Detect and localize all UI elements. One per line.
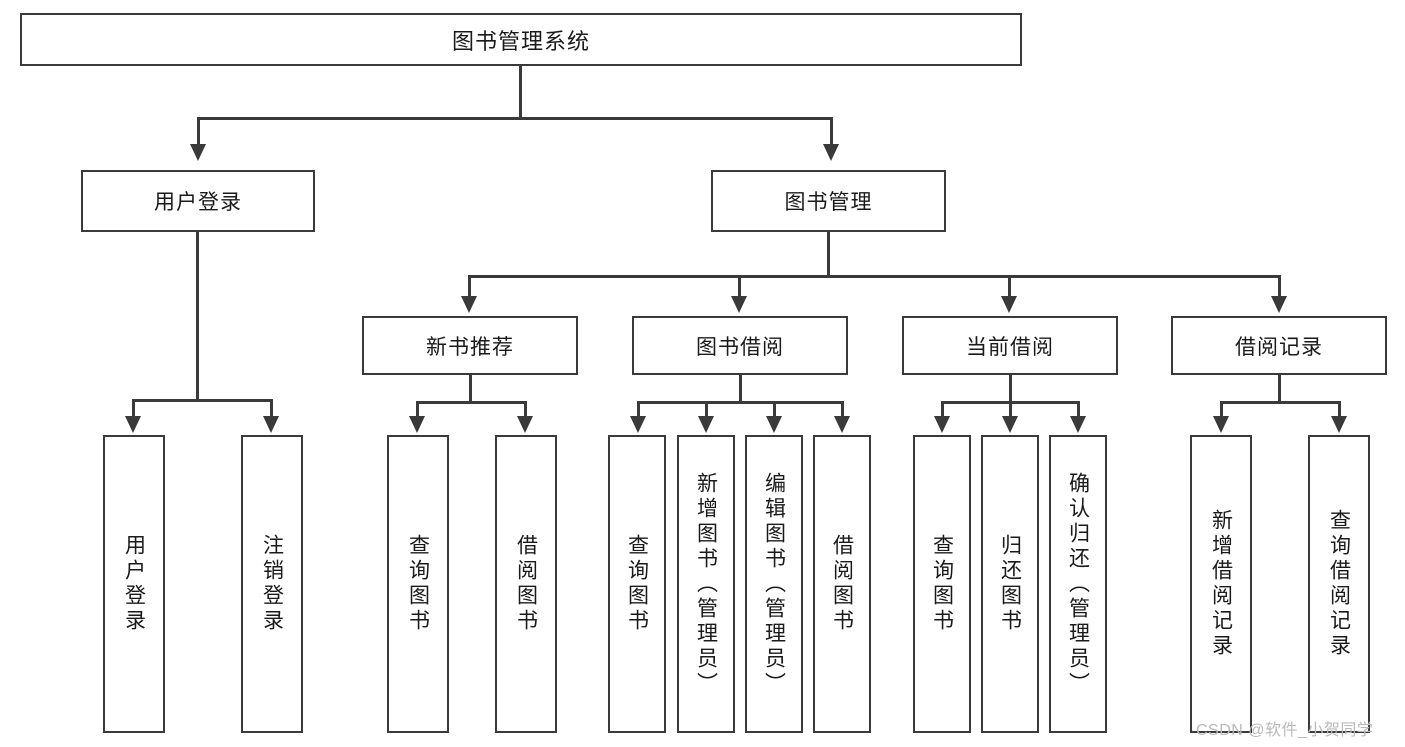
leaf-borrow-book-1-label: 借阅图书: [514, 534, 538, 634]
connector-borrow-record-stem: [1278, 375, 1281, 403]
node-book-manage-label: 图书管理: [784, 191, 873, 214]
arrowhead-to-leaf-return-book: [1002, 416, 1018, 433]
connector-current-borrow-drop-1: [941, 401, 944, 419]
leaf-query-book-1[interactable]: 查询图书: [387, 435, 449, 733]
leaf-logout-label: 注销登录: [260, 534, 284, 634]
connector-new-book-rec-bus: [416, 401, 526, 404]
arrowhead-to-leaf-query-record: [1331, 416, 1347, 433]
csdn-watermark: CSDN @软件_小贺同学: [1196, 722, 1374, 739]
node-root[interactable]: 图书管理系统: [20, 13, 1022, 66]
leaf-return-book[interactable]: 归还图书: [981, 435, 1039, 733]
leaf-query-book-2[interactable]: 查询图书: [608, 435, 666, 733]
connector-book-manage-bus: [468, 275, 1280, 278]
connector-book-borrow-drop-4: [841, 401, 844, 419]
connector-book-borrow-drop-2: [705, 401, 708, 419]
arrowhead-to-leaf-query-book-3: [934, 416, 950, 433]
connector-book-manage-drop-3: [1008, 275, 1011, 299]
leaf-borrow-book-1[interactable]: 借阅图书: [495, 435, 557, 733]
leaf-logout[interactable]: 注销登录: [241, 435, 303, 733]
leaf-borrow-book-2[interactable]: 借阅图书: [813, 435, 871, 733]
node-current-borrow-label: 当前借阅: [966, 335, 1054, 359]
leaf-return-book-label: 归还图书: [998, 534, 1022, 634]
connector-current-borrow-stem: [1009, 375, 1012, 403]
node-book-borrow[interactable]: 图书借阅: [632, 316, 848, 375]
arrowhead-to-new-book-rec: [461, 296, 477, 313]
connector-book-borrow-drop-1: [637, 401, 640, 419]
leaf-edit-book-label: 编辑图书（管理员）: [762, 471, 786, 697]
leaf-query-book-3-label: 查询图书: [930, 534, 954, 634]
leaf-add-book-label: 新增图书（管理员）: [694, 471, 718, 697]
leaf-add-record-label: 新增借阅记录: [1209, 509, 1233, 659]
leaf-add-record[interactable]: 新增借阅记录: [1190, 435, 1252, 733]
leaf-query-book-2-label: 查询图书: [625, 534, 649, 634]
node-root-label: 图书管理系统: [451, 28, 590, 54]
node-borrow-record-label: 借阅记录: [1235, 335, 1323, 359]
arrowhead-to-book-borrow: [731, 296, 747, 313]
connector-user-login-drop-2: [270, 399, 273, 419]
connector-root-bus: [197, 117, 833, 120]
arrowhead-to-leaf-query-book-2: [630, 416, 646, 433]
leaf-user-login[interactable]: 用户登录: [103, 435, 165, 733]
leaf-confirm-return-label: 确认归还（管理员）: [1066, 471, 1090, 697]
arrowhead-to-leaf-add-record: [1213, 416, 1229, 433]
connector-book-manage-stem: [827, 232, 830, 277]
arrowhead-to-leaf-add-book: [698, 416, 714, 433]
leaf-confirm-return[interactable]: 确认归还（管理员）: [1049, 435, 1107, 733]
connector-book-borrow-drop-3: [773, 401, 776, 419]
connector-borrow-record-bus: [1220, 401, 1340, 404]
node-user-login[interactable]: 用户登录: [81, 170, 315, 232]
node-new-book-rec-label: 新书推荐: [426, 335, 514, 359]
connector-root-stem: [519, 66, 522, 118]
arrowhead-to-leaf-query-book-1: [409, 416, 425, 433]
connector-root-drop-2: [830, 117, 833, 147]
connector-book-manage-drop-2: [738, 275, 741, 299]
arrowhead-to-leaf-edit-book: [766, 416, 782, 433]
arrowhead-to-leaf-user-login: [125, 416, 141, 433]
leaf-add-book[interactable]: 新增图书（管理员）: [677, 435, 735, 733]
arrowhead-to-book-manage: [823, 144, 839, 161]
connector-current-borrow-drop-3: [1077, 401, 1080, 419]
connector-borrow-record-drop-2: [1338, 401, 1341, 419]
node-borrow-record[interactable]: 借阅记录: [1171, 316, 1387, 375]
node-book-manage[interactable]: 图书管理: [711, 170, 946, 232]
connector-book-manage-drop-1: [468, 275, 471, 299]
leaf-edit-book[interactable]: 编辑图书（管理员）: [745, 435, 803, 733]
arrowhead-to-user-login: [190, 144, 206, 161]
arrowhead-to-leaf-borrow-book-1: [517, 416, 533, 433]
leaf-query-book-1-label: 查询图书: [406, 534, 430, 634]
connector-root-drop-1: [197, 117, 200, 147]
connector-new-book-rec-drop-2: [524, 401, 527, 419]
connector-user-login-bus: [132, 399, 272, 402]
arrowhead-to-current-borrow: [1001, 296, 1017, 313]
leaf-query-record[interactable]: 查询借阅记录: [1308, 435, 1370, 733]
connector-new-book-rec-stem: [469, 375, 472, 403]
node-new-book-rec[interactable]: 新书推荐: [362, 316, 578, 375]
arrowhead-to-borrow-record: [1271, 296, 1287, 313]
connector-book-borrow-bus: [637, 401, 843, 404]
connector-book-borrow-stem: [739, 375, 742, 403]
connector-book-manage-drop-4: [1278, 275, 1281, 299]
leaf-query-record-label: 查询借阅记录: [1327, 509, 1351, 659]
node-user-login-label: 用户登录: [154, 191, 242, 214]
node-current-borrow[interactable]: 当前借阅: [902, 316, 1118, 375]
node-book-borrow-label: 图书借阅: [696, 335, 784, 359]
connector-borrow-record-drop-1: [1220, 401, 1223, 419]
leaf-query-book-3[interactable]: 查询图书: [913, 435, 971, 733]
connector-user-login-drop-1: [132, 399, 135, 419]
arrowhead-to-leaf-logout: [263, 416, 279, 433]
connector-current-borrow-drop-2: [1009, 401, 1012, 419]
arrowhead-to-leaf-borrow-book-2: [834, 416, 850, 433]
leaf-borrow-book-2-label: 借阅图书: [830, 534, 854, 634]
arrowhead-to-leaf-confirm-return: [1070, 416, 1086, 433]
connector-user-login-stem: [196, 232, 199, 401]
leaf-user-login-label: 用户登录: [122, 534, 146, 634]
connector-new-book-rec-drop-1: [416, 401, 419, 419]
